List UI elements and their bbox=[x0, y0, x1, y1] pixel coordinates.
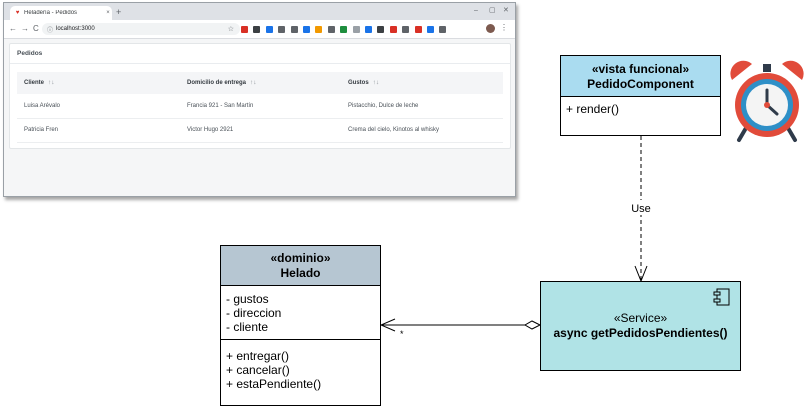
use-label: Use bbox=[631, 203, 651, 215]
use-label-bg bbox=[628, 200, 654, 215]
tab-title: Heladería - Pedidos bbox=[24, 10, 78, 16]
column-header-gustos[interactable]: Gustos↑↓ bbox=[348, 79, 380, 86]
browser-window: ♥ Heladería - Pedidos × + – ▢ ✕ ← → C ⓘ … bbox=[3, 2, 516, 197]
operation-item: + entregar() bbox=[226, 349, 290, 363]
extension-icon[interactable] bbox=[241, 26, 248, 33]
extension-icon[interactable] bbox=[365, 26, 372, 33]
browser-toolbar: ← → C ⓘ localhost:3000 ☆ ⋮ bbox=[4, 20, 515, 39]
table-row[interactable]: Luisa Arévalo Francia 921 - San Martín P… bbox=[17, 94, 503, 119]
url-text: localhost:3000 bbox=[56, 26, 95, 32]
extension-icon[interactable] bbox=[253, 26, 261, 33]
extension-icon[interactable] bbox=[327, 26, 335, 33]
tab-bar: ♥ Heladería - Pedidos × + – ▢ ✕ bbox=[4, 3, 515, 20]
service-method-name: async getPedidosPendientes() bbox=[553, 326, 728, 340]
operation-item: + render() bbox=[566, 102, 620, 116]
page-content: Pedidos Cliente↑↓ Domicilio de entrega↑↓… bbox=[4, 39, 515, 196]
extension-icon[interactable] bbox=[439, 26, 447, 33]
pedido-component-class[interactable]: «vista funcional» PedidoComponent + rend… bbox=[560, 55, 721, 136]
helado-class[interactable]: «dominio» Helado - gustos - direccion - … bbox=[220, 245, 381, 406]
maximize-button[interactable]: ▢ bbox=[489, 7, 496, 14]
minimize-button[interactable]: – bbox=[474, 7, 478, 14]
sort-icon[interactable]: ↑↓ bbox=[48, 79, 55, 86]
extension-icon[interactable] bbox=[402, 26, 410, 33]
extension-icon[interactable] bbox=[278, 26, 286, 33]
class-name: PedidoComponent bbox=[587, 77, 694, 91]
component-icon bbox=[713, 288, 730, 306]
reload-button[interactable]: C bbox=[33, 24, 39, 33]
tab-close-icon[interactable]: × bbox=[106, 10, 110, 16]
cell-gustos: Crema del cielo, Kinotos al whisky bbox=[348, 127, 440, 133]
attribute-item: - gustos bbox=[226, 292, 269, 306]
bookmark-star-icon[interactable]: ☆ bbox=[227, 26, 234, 33]
extension-icon[interactable] bbox=[414, 26, 422, 33]
extension-icon[interactable] bbox=[427, 26, 434, 33]
forward-button[interactable]: → bbox=[21, 24, 29, 33]
address-bar[interactable]: ⓘ localhost:3000 ☆ bbox=[42, 23, 240, 35]
extension-icon[interactable] bbox=[315, 26, 323, 33]
aggregation-arrowhead bbox=[379, 318, 396, 332]
stereotype-label: «vista funcional» bbox=[591, 62, 690, 76]
column-header-domicilio[interactable]: Domicilio de entrega↑↓ bbox=[187, 79, 257, 86]
sort-icon[interactable]: ↑↓ bbox=[250, 79, 257, 86]
column-header-cliente[interactable]: Cliente↑↓ bbox=[24, 79, 55, 86]
cell-cliente: Patricia Fren bbox=[24, 127, 59, 133]
operations-compartment: + entregar() + cancelar() + estaPendient… bbox=[221, 340, 380, 391]
operation-item: + estaPendiente() bbox=[226, 377, 322, 391]
helado-header: «dominio» Helado bbox=[221, 246, 380, 286]
extension-icon[interactable] bbox=[340, 26, 348, 33]
multiplicity-label: * bbox=[400, 329, 404, 339]
aggregation-diamond bbox=[523, 320, 542, 330]
stereotype-label: «Service» bbox=[613, 311, 668, 325]
new-tab-button[interactable]: + bbox=[116, 7, 122, 17]
extension-icon[interactable] bbox=[290, 26, 298, 33]
class-name: Helado bbox=[280, 266, 321, 280]
sort-icon[interactable]: ↑↓ bbox=[372, 79, 380, 86]
extension-icon[interactable] bbox=[377, 26, 385, 33]
profile-avatar[interactable] bbox=[486, 24, 495, 33]
extension-icon[interactable] bbox=[303, 26, 310, 33]
stereotype-label: «dominio» bbox=[270, 251, 331, 265]
back-button[interactable]: ← bbox=[9, 24, 17, 33]
attribute-item: - cliente bbox=[226, 320, 269, 334]
cell-cliente: Luisa Arévalo bbox=[24, 103, 61, 109]
operations-compartment: + render() bbox=[561, 97, 720, 116]
cell-domicilio: Victor Hugo 2921 bbox=[187, 127, 234, 133]
attribute-item: - direccion bbox=[226, 306, 282, 320]
extension-icon[interactable] bbox=[389, 26, 397, 33]
pedido-component-header: «vista funcional» PedidoComponent bbox=[561, 56, 720, 97]
table-row[interactable]: Patricia Fren Victor Hugo 2921 Crema del… bbox=[17, 118, 503, 143]
table-header: Cliente↑↓ Domicilio de entrega↑↓ Gustos↑… bbox=[17, 72, 503, 94]
alarm-clock-icon bbox=[730, 60, 804, 142]
extension-icon[interactable] bbox=[265, 26, 273, 33]
orders-card: Pedidos Cliente↑↓ Domicilio de entrega↑↓… bbox=[9, 43, 511, 149]
browser-tab[interactable]: ♥ Heladería - Pedidos × bbox=[10, 6, 112, 20]
icecream-favicon-icon: ♥ bbox=[15, 10, 20, 16]
operation-item: + cancelar() bbox=[226, 363, 290, 377]
extension-icon[interactable] bbox=[352, 26, 360, 33]
info-icon[interactable]: ⓘ bbox=[47, 27, 54, 34]
cell-gustos: Pistacchio, Dulce de leche bbox=[348, 103, 419, 109]
card-title: Pedidos bbox=[10, 44, 510, 64]
cell-domicilio: Francia 921 - San Martín bbox=[187, 103, 254, 109]
service-component[interactable]: «Service» async getPedidosPendientes() bbox=[540, 281, 741, 371]
attributes-compartment: - gustos - direccion - cliente bbox=[221, 286, 380, 340]
close-window-button[interactable]: ✕ bbox=[503, 7, 509, 14]
menu-kebab-icon[interactable]: ⋮ bbox=[500, 23, 508, 32]
